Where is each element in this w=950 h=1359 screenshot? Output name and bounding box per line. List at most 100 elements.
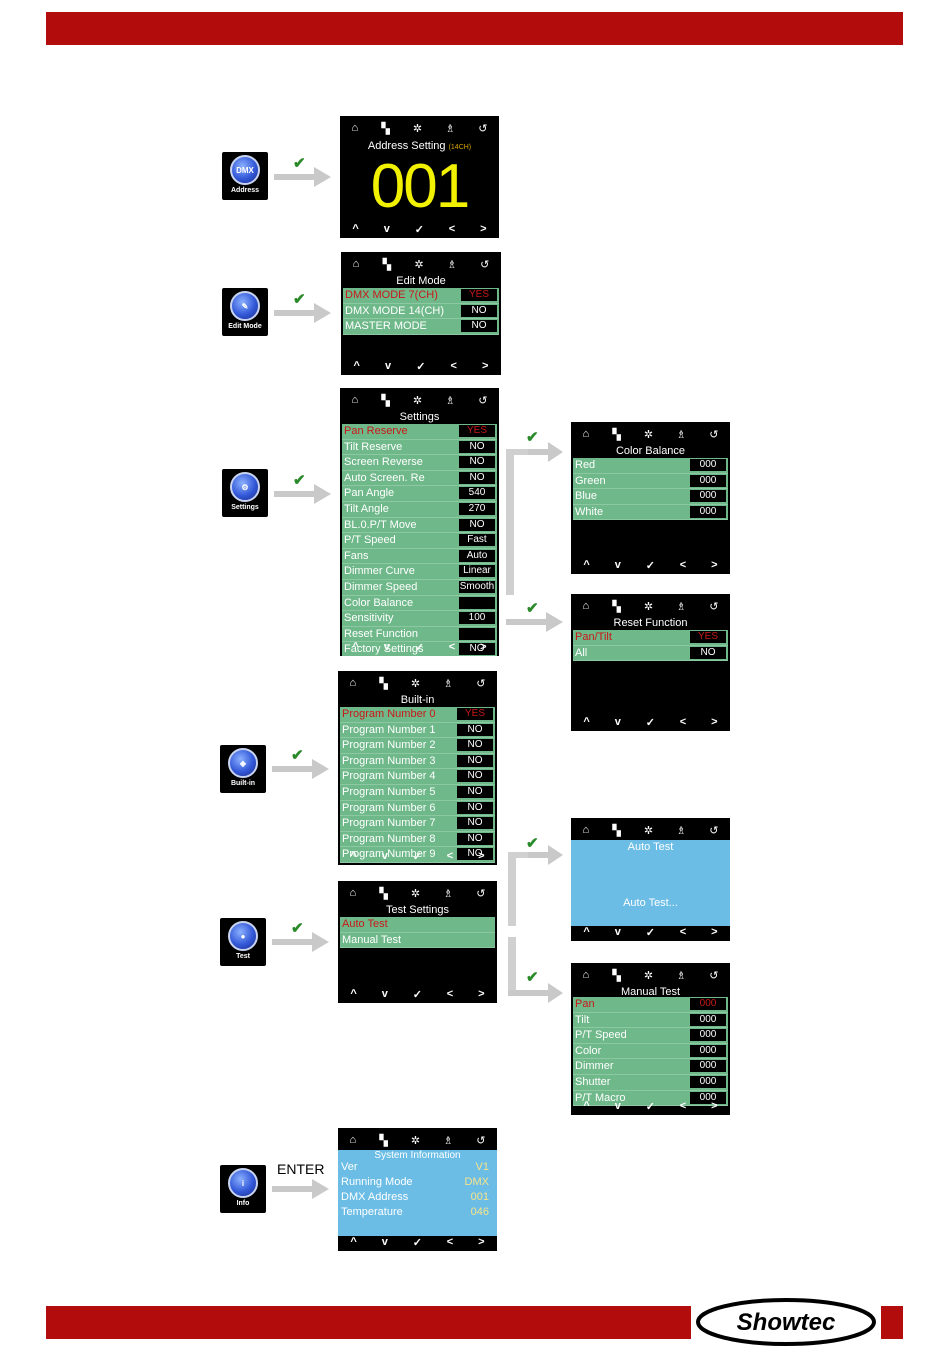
snowflake-icon[interactable]: ✲ bbox=[643, 601, 654, 613]
back-icon[interactable]: ↺ bbox=[709, 970, 719, 982]
up-button[interactable]: ^ bbox=[352, 641, 359, 653]
back-icon[interactable]: ↺ bbox=[476, 678, 486, 690]
home-icon[interactable]: ⌂ bbox=[349, 677, 357, 689]
back-icon[interactable]: ↺ bbox=[709, 601, 719, 613]
right-button[interactable]: > bbox=[478, 988, 485, 1000]
snowflake-icon[interactable]: ✲ bbox=[410, 888, 421, 900]
snowflake-icon[interactable]: ✲ bbox=[410, 678, 421, 690]
enter-button[interactable]: ✓ bbox=[414, 642, 424, 654]
home-icon[interactable]: ⌂ bbox=[349, 887, 357, 899]
enter-button[interactable]: ✓ bbox=[645, 560, 655, 572]
back-icon[interactable]: ↺ bbox=[478, 395, 488, 407]
cursor-icon[interactable]: ▚ bbox=[381, 395, 390, 407]
back-icon[interactable]: ↺ bbox=[709, 429, 719, 441]
down-button[interactable]: v bbox=[383, 641, 390, 653]
cursor-icon[interactable]: ▚ bbox=[379, 678, 388, 690]
enter-button[interactable]: ✓ bbox=[416, 361, 426, 373]
home-icon[interactable]: ⌂ bbox=[582, 824, 590, 836]
menu-item[interactable]: Color Balance bbox=[342, 596, 497, 612]
up-button[interactable]: ^ bbox=[353, 360, 360, 372]
down-button[interactable]: v bbox=[614, 559, 621, 571]
edit-mode-button[interactable]: ✎ Edit Mode bbox=[222, 288, 268, 336]
left-button[interactable]: < bbox=[446, 988, 454, 1000]
snowflake-icon[interactable]: ✲ bbox=[643, 429, 654, 441]
right-button[interactable]: > bbox=[478, 1236, 485, 1248]
home-icon[interactable]: ⌂ bbox=[352, 258, 360, 270]
right-button[interactable]: > bbox=[711, 1100, 718, 1112]
network-icon[interactable]: ♗ bbox=[676, 970, 687, 982]
network-icon[interactable]: ♗ bbox=[676, 601, 687, 613]
right-button[interactable]: > bbox=[478, 850, 485, 862]
back-icon[interactable]: ↺ bbox=[709, 825, 719, 837]
home-icon[interactable]: ⌂ bbox=[351, 122, 359, 134]
menu-item[interactable]: Auto Test bbox=[340, 917, 495, 933]
left-button[interactable]: < bbox=[450, 360, 457, 372]
network-icon[interactable]: ♗ bbox=[676, 429, 687, 441]
cursor-icon[interactable]: ▚ bbox=[612, 601, 621, 613]
up-button[interactable]: ^ bbox=[583, 716, 590, 728]
menu-item[interactable]: DMX MODE 7(CH)YES bbox=[343, 288, 499, 304]
down-button[interactable]: v bbox=[383, 223, 390, 235]
down-button[interactable]: v bbox=[614, 926, 621, 938]
down-button[interactable]: v bbox=[614, 716, 621, 728]
right-button[interactable]: > bbox=[711, 716, 718, 728]
home-icon[interactable]: ⌂ bbox=[351, 394, 359, 406]
cursor-icon[interactable]: ▚ bbox=[612, 429, 621, 441]
left-button[interactable]: < bbox=[679, 926, 687, 938]
snowflake-icon[interactable]: ✲ bbox=[414, 259, 424, 271]
network-icon[interactable]: ♗ bbox=[445, 123, 456, 135]
cursor-icon[interactable]: ▚ bbox=[379, 888, 388, 900]
down-button[interactable]: v bbox=[381, 1236, 388, 1248]
enter-button[interactable]: ✓ bbox=[412, 851, 422, 863]
snowflake-icon[interactable]: ✲ bbox=[410, 1135, 421, 1147]
up-button[interactable]: ^ bbox=[583, 926, 590, 938]
left-button[interactable]: < bbox=[448, 641, 456, 653]
up-button[interactable]: ^ bbox=[350, 1236, 357, 1248]
left-button[interactable]: < bbox=[679, 559, 687, 571]
home-icon[interactable]: ⌂ bbox=[349, 1134, 357, 1146]
address-button[interactable]: DMX Address bbox=[222, 152, 268, 200]
up-button[interactable]: ^ bbox=[352, 223, 359, 235]
right-button[interactable]: > bbox=[711, 559, 718, 571]
up-button[interactable]: ^ bbox=[583, 559, 590, 571]
snowflake-icon[interactable]: ✲ bbox=[643, 825, 654, 837]
right-button[interactable]: > bbox=[711, 926, 718, 938]
down-button[interactable]: v bbox=[614, 1100, 621, 1112]
snowflake-icon[interactable]: ✲ bbox=[643, 970, 654, 982]
builtin-button[interactable]: ◈ Built-in bbox=[220, 745, 266, 793]
left-button[interactable]: < bbox=[679, 716, 687, 728]
right-button[interactable]: > bbox=[480, 223, 487, 235]
back-icon[interactable]: ↺ bbox=[480, 259, 490, 271]
cursor-icon[interactable]: ▚ bbox=[612, 825, 621, 837]
left-button[interactable]: < bbox=[448, 223, 456, 235]
network-icon[interactable]: ♗ bbox=[443, 1135, 454, 1147]
enter-button[interactable]: ✓ bbox=[414, 224, 424, 236]
back-icon[interactable]: ↺ bbox=[476, 888, 486, 900]
network-icon[interactable]: ♗ bbox=[443, 888, 454, 900]
right-button[interactable]: > bbox=[482, 360, 489, 372]
